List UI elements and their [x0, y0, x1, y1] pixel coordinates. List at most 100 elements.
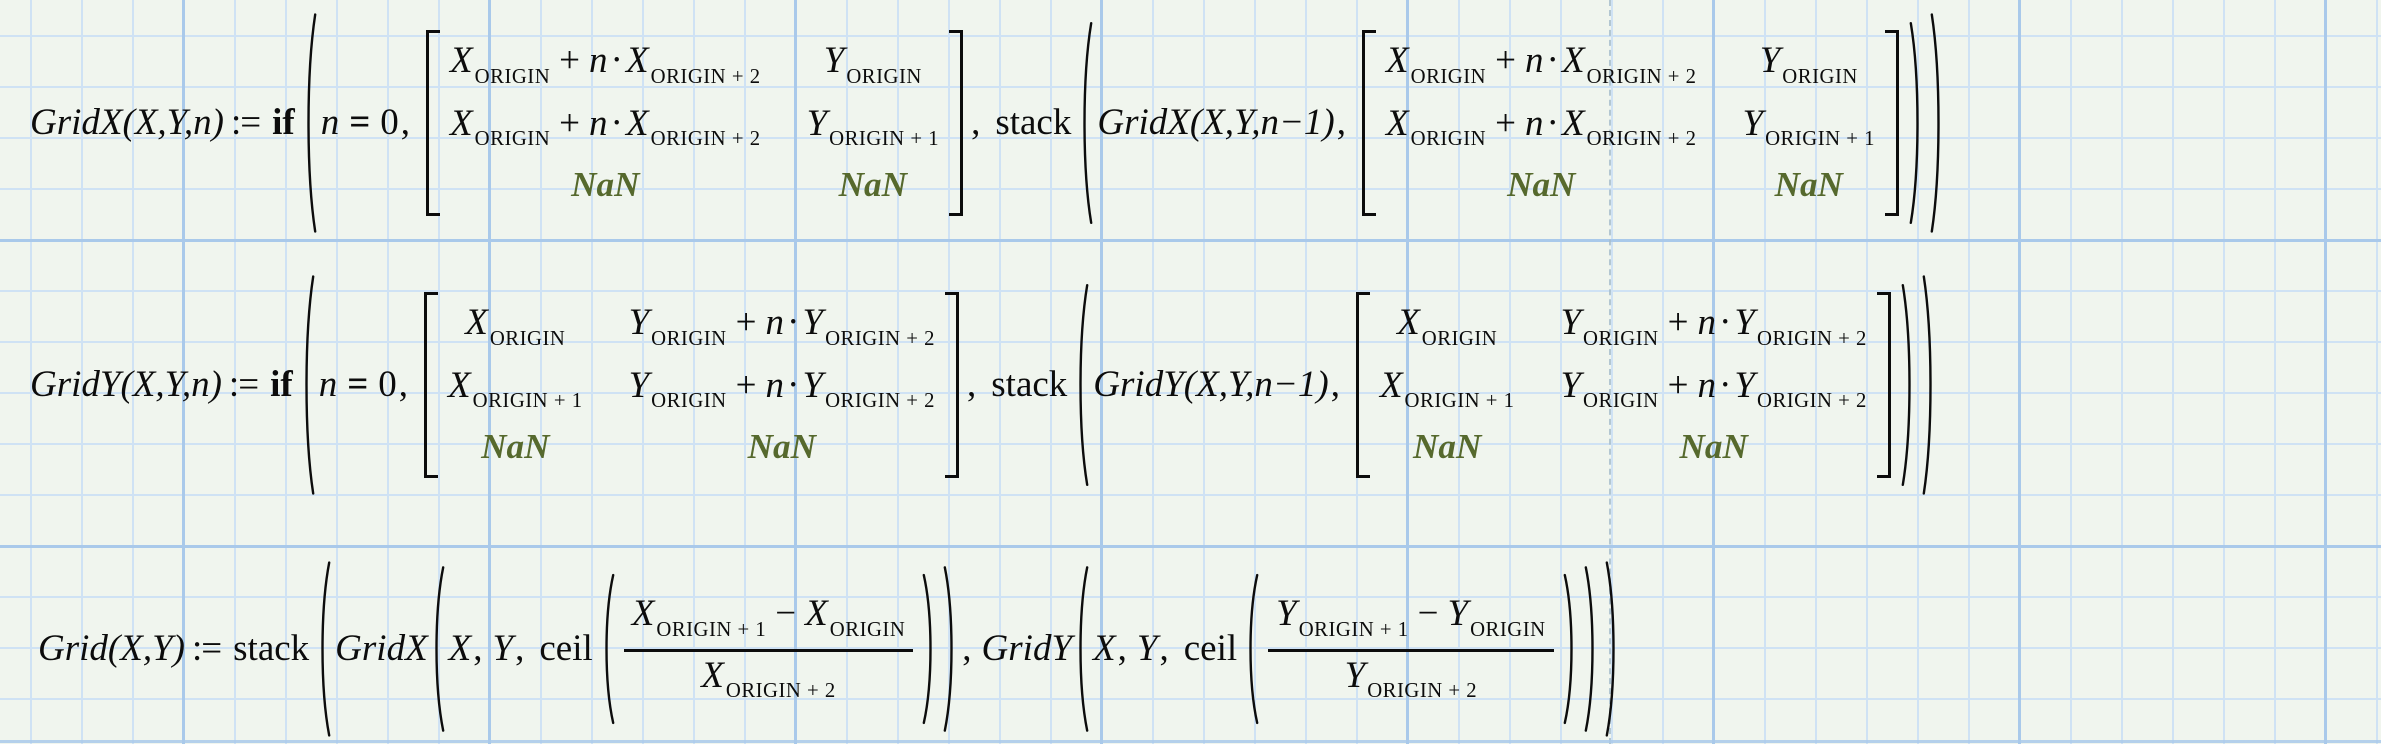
keyword-if: if: [270, 363, 293, 405]
keyword-stack: stack: [233, 627, 310, 669]
assign-operator: :=: [230, 101, 261, 143]
subscript: ORIGIN + 2: [1586, 128, 1697, 151]
condition: n=0,: [321, 101, 420, 144]
close-paren: [1900, 281, 1915, 489]
nan-value: NaN: [481, 427, 550, 467]
multiply-dot: •: [790, 313, 797, 334]
subscript: ORIGIN: [1410, 128, 1487, 151]
var-y: Y: [1734, 364, 1755, 406]
plus-operator: +: [735, 302, 757, 344]
var-y: Y: [806, 102, 828, 144]
matrix-cell: XORIGIN+n•XORIGIN + 2: [1386, 41, 1697, 89]
matrix-cell: XORIGIN+n•XORIGIN + 2: [1386, 102, 1697, 152]
assign-operator: :=: [228, 363, 259, 405]
plus-operator: +: [559, 40, 581, 82]
var-n: n: [318, 363, 338, 405]
nan-value: NaN: [1774, 165, 1843, 205]
var-x: X: [448, 364, 471, 406]
subscript: ORIGIN: [474, 65, 551, 88]
keyword-stack: stack: [995, 101, 1072, 143]
var-n: n: [589, 40, 608, 82]
matrix: XORIGIN+n•XORIGIN + 2 YORIGIN XORIGIN+n•…: [1362, 30, 1900, 216]
open-paren: [1075, 564, 1090, 734]
matrix-cell: XORIGIN+n•XORIGIN + 2: [450, 40, 761, 89]
open-paren: [431, 564, 446, 734]
open-paren: [1079, 19, 1094, 227]
bool-equals: =: [349, 101, 371, 143]
var-x: X: [465, 302, 488, 344]
open-paren: [317, 559, 332, 739]
matrix-cell: XORIGIN + 1: [448, 364, 583, 414]
var-x: X: [448, 627, 472, 669]
var-x: X: [1379, 364, 1403, 406]
subscript: ORIGIN + 2: [725, 680, 836, 703]
denominator: XORIGIN + 2: [693, 656, 844, 704]
subscript: ORIGIN: [474, 128, 551, 151]
formula-gridy-definition[interactable]: GridY(X,Y,n):=if n=0, XORIGIN YORIGIN+n•…: [30, 268, 1939, 502]
fraction-bar: [1268, 648, 1554, 652]
function-args: (X,Y,n−1): [1183, 363, 1329, 405]
var-x: X: [631, 592, 655, 634]
var-y: Y: [1734, 302, 1755, 344]
var-n: n: [1697, 364, 1716, 406]
function-name: Grid: [38, 627, 108, 669]
formula-gridx-definition[interactable]: GridX(X,Y,n):=if n=0, XORIGIN+n•XORIGIN …: [30, 6, 1947, 240]
subscript: ORIGIN: [1583, 390, 1659, 413]
comma: ,: [967, 363, 977, 405]
matrix-cell: YORIGIN: [824, 41, 922, 89]
matrix-cell: YORIGIN+n•YORIGIN + 2: [1560, 302, 1866, 351]
stack-call: , stack: [969, 101, 1076, 144]
multiply-dot: •: [790, 375, 797, 396]
assign-operator: :=: [191, 627, 222, 669]
subscript: ORIGIN: [1410, 65, 1487, 88]
fraction: XORIGIN + 1−XORIGIN XORIGIN + 2: [623, 592, 914, 704]
comma: ,: [971, 101, 981, 143]
gridy-call: ,GridY: [960, 627, 1072, 670]
subscript: ORIGIN: [1782, 65, 1858, 88]
stack-call: ,stack: [965, 363, 1072, 406]
subscript: ORIGIN: [489, 327, 566, 350]
number-zero: 0: [378, 363, 397, 405]
var-y: Y: [1560, 364, 1582, 406]
var-y: Y: [1136, 627, 1158, 669]
function-header: Grid(X,Y):=stack: [38, 627, 314, 670]
recursive-call: GridX(X,Y,n−1),: [1097, 101, 1356, 144]
close-paren: [1921, 272, 1936, 498]
function-header: GridY(X,Y,n):=if: [30, 363, 298, 406]
close-paren: [1604, 559, 1619, 739]
function-name: GridX: [30, 101, 123, 143]
keyword-ceil: ceil: [1183, 627, 1238, 669]
plus-operator: +: [559, 102, 581, 144]
comma: ,: [1336, 101, 1346, 143]
open-paren: [303, 10, 318, 236]
matrix-bracket-left: [1362, 30, 1376, 216]
nan-value: NaN: [1413, 427, 1482, 467]
matrix-cell: YORIGIN: [1760, 41, 1858, 89]
formula-grid-definition[interactable]: Grid(X,Y):=stack GridX X,Y,ceil XORIGIN …: [38, 556, 1622, 742]
function-args: (X,Y,n): [122, 101, 224, 143]
function-name: GridY: [1093, 363, 1184, 405]
denominator: YORIGIN + 2: [1337, 654, 1486, 704]
subscript: ORIGIN + 1: [829, 128, 940, 151]
numerator: XORIGIN + 1−XORIGIN: [624, 592, 914, 642]
var-x: X: [626, 102, 649, 144]
multiply-dot: •: [613, 113, 621, 134]
var-x: X: [1561, 102, 1585, 144]
close-paren: [1929, 10, 1944, 236]
function-name: GridX: [1097, 101, 1190, 143]
open-paren: [1075, 281, 1090, 489]
matrix-cell: XORIGIN: [1397, 303, 1497, 351]
subscript: ORIGIN: [651, 327, 727, 350]
comma: ,: [962, 627, 972, 669]
matrix-bracket-right: [945, 292, 960, 478]
matrix: XORIGIN+n•XORIGIN + 2 YORIGIN XORIGIN+n•…: [426, 30, 964, 216]
comma: ,: [473, 627, 483, 669]
matrix-cell: YORIGIN + 1: [1743, 104, 1876, 152]
function-args: (X,Y,n): [120, 363, 222, 405]
subscript: ORIGIN + 2: [1367, 680, 1478, 703]
var-n: n: [1697, 302, 1716, 344]
plus-operator: +: [1495, 102, 1516, 144]
gridx-call: GridX: [335, 628, 428, 670]
var-y: Y: [1344, 654, 1366, 696]
